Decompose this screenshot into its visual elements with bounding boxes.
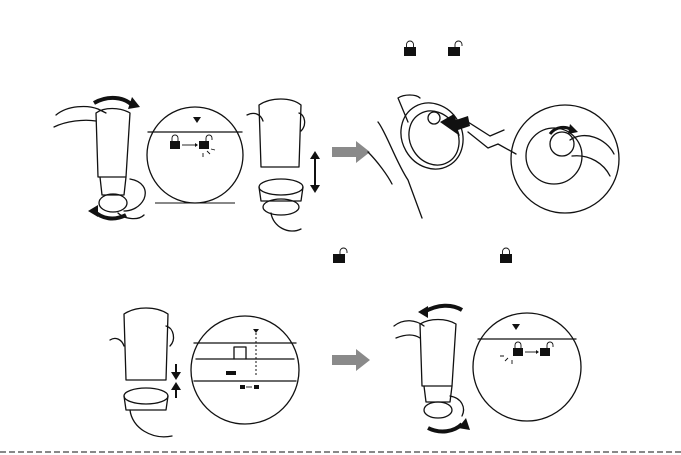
next-step-arrow-icon xyxy=(332,141,370,163)
double-arrow-icon xyxy=(525,350,539,354)
step-lock-detail-circle xyxy=(472,312,582,422)
triangle-marker-icon xyxy=(512,324,520,330)
triangle-marker-icon xyxy=(193,117,201,123)
step-cable-detail-circle xyxy=(510,104,620,214)
down-arrow-icon xyxy=(171,364,181,380)
lock-closed-icon xyxy=(403,40,417,56)
step-separate-illustration xyxy=(245,95,325,245)
lock-open-icon xyxy=(540,342,553,356)
lock-open-icon xyxy=(199,135,212,149)
lock-closed-icon xyxy=(170,135,180,149)
rotate-arrow-icon xyxy=(418,306,428,318)
lock-open-icon xyxy=(447,40,463,56)
step-insert-cable-illustration xyxy=(368,92,518,222)
step-rejoin-detail-circle xyxy=(190,315,300,425)
up-arrow-icon xyxy=(310,151,320,175)
lock-open-icon xyxy=(332,247,348,263)
step-rejoin-illustration xyxy=(100,300,200,450)
page-bottom-rule xyxy=(0,450,681,454)
lock-closed-icon xyxy=(513,342,523,356)
step-unlock-detail-circle xyxy=(145,105,245,205)
down-arrow-icon xyxy=(310,173,320,193)
lock-closed-icon xyxy=(499,247,513,263)
next-step-arrow-icon xyxy=(332,349,370,371)
rotate-arrow-icon xyxy=(94,98,132,105)
double-arrow-icon xyxy=(182,143,198,147)
push-arrow-icon xyxy=(440,114,470,136)
lock-closed-icon xyxy=(240,385,245,389)
lock-open-icon xyxy=(254,385,259,389)
up-arrow-icon xyxy=(171,382,181,398)
